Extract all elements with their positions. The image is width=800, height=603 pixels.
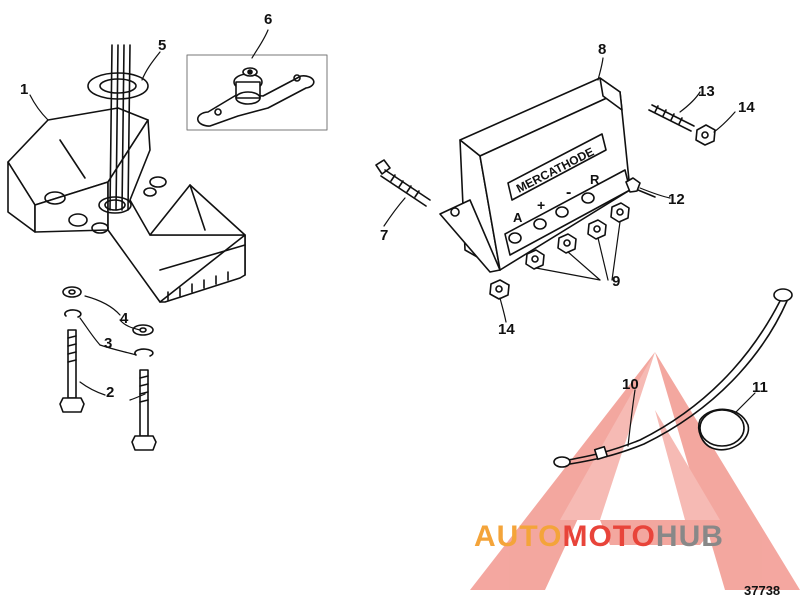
terminal-cap [697,408,750,451]
terminal-nuts [525,202,630,270]
watermark-text: AUTOMOTOHUB [474,522,724,552]
callout-2: 2 [106,384,115,401]
callout-14-bottom: 14 [498,321,515,338]
watermark-part-auto: AUTO [474,520,563,553]
callout-7: 7 [380,227,389,244]
watermark-logo-icon [470,352,800,590]
callout-8: 8 [598,41,607,58]
callout-13: 13 [698,83,715,100]
callout-6: 6 [264,11,273,28]
bolts [59,329,157,451]
small-screw [625,177,656,198]
terminal-minus-label: - [566,184,571,201]
figure-number: 37738 [744,583,781,598]
callout-3: 3 [104,335,113,352]
detail-inset-box [186,54,328,131]
callout-12: 12 [668,191,685,208]
callout-1: 1 [20,81,29,98]
washers [62,286,154,357]
callout-11: 11 [752,379,768,396]
callout-4: 4 [120,310,129,327]
threaded-stud [648,104,695,132]
callout-14-top: 14 [738,99,755,116]
watermark-part-hub: HUB [655,520,724,553]
leader-lines [29,29,756,447]
mounting-bracket [7,107,246,303]
callout-5: 5 [158,37,167,54]
terminal-a-label: A [513,210,523,225]
terminal-plus-label: + [537,197,545,213]
mercathode-controller [439,77,631,273]
terminal-r-label: R [590,172,600,187]
callout-10: 10 [622,376,639,393]
gasket-with-wires [87,44,149,211]
long-bolt [375,159,431,207]
ground-strap [553,288,793,468]
hex-nuts [489,124,716,300]
callout-9: 9 [612,273,621,290]
watermark-part-moto: MOTO [562,520,656,553]
